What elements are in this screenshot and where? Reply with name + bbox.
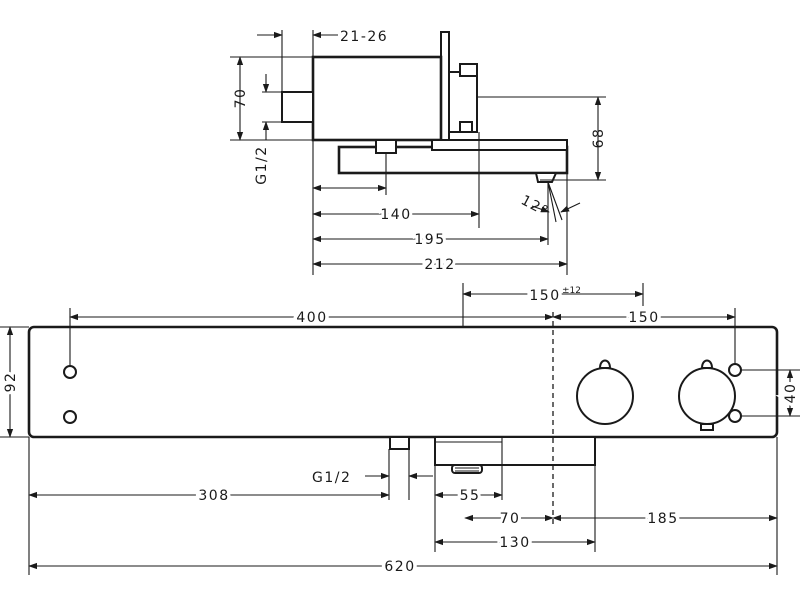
mount-hole-bottom-left — [63, 410, 77, 424]
dim-150-label: 150 — [628, 310, 659, 326]
front-spout — [434, 436, 596, 466]
rear-screw — [459, 121, 473, 133]
flow-handle — [576, 367, 634, 425]
dim-92-label: 92 — [3, 372, 19, 393]
temperature-handle — [678, 367, 736, 425]
dim-tolerance-label: ±12 — [562, 286, 581, 296]
side-body — [311, 55, 443, 142]
extension-lines — [230, 30, 606, 275]
front-outlet — [451, 464, 483, 474]
dim-spout-drop-label: 68 — [591, 128, 607, 149]
front-body — [27, 325, 779, 439]
dim-308-label: 308 — [198, 488, 229, 504]
dim-140-label: 140 — [380, 207, 411, 223]
front-view: 400 150 ±12 150 92 40 G1/2 308 55 70 185… — [0, 283, 800, 579]
temperature-handle-stop — [700, 423, 714, 431]
dim-wall-depth-label: 21-26 — [340, 29, 388, 45]
side-spout-top — [431, 139, 568, 151]
flow-handle-mark — [598, 359, 612, 369]
dim-55-label: 55 — [460, 488, 481, 504]
rear-cap — [459, 63, 478, 77]
side-view: 21-26 70 G1/2 68 12° 140 195 212 — [230, 29, 607, 276]
dim-212-label: 212 — [424, 257, 455, 273]
inlet-stub — [281, 91, 314, 123]
dim-40-label: 40 — [783, 383, 799, 404]
dim-150-tol-label: 150 — [529, 288, 560, 304]
dim-620-label: 620 — [384, 559, 415, 575]
dim-130-label: 130 — [499, 535, 530, 551]
dim-height-label: 70 — [233, 88, 249, 109]
dim-195-label: 195 — [414, 232, 445, 248]
dim-400-label: 400 — [296, 310, 327, 326]
dim-connection-label: G1/2 — [254, 145, 270, 184]
dim-angle-lines — [547, 181, 563, 223]
bottom-connector — [375, 139, 397, 154]
dim-angle-label: 12° — [518, 192, 551, 220]
mount-hole-top-right — [728, 363, 742, 377]
front-connector — [389, 436, 410, 450]
dim-185-label: 185 — [647, 511, 678, 527]
dim-connection-label: G1/2 — [312, 470, 351, 486]
dim-70-label: 70 — [500, 511, 521, 527]
mount-hole-top-left — [63, 365, 77, 379]
temperature-handle-mark — [700, 359, 714, 369]
outlet-nozzle — [534, 172, 558, 183]
